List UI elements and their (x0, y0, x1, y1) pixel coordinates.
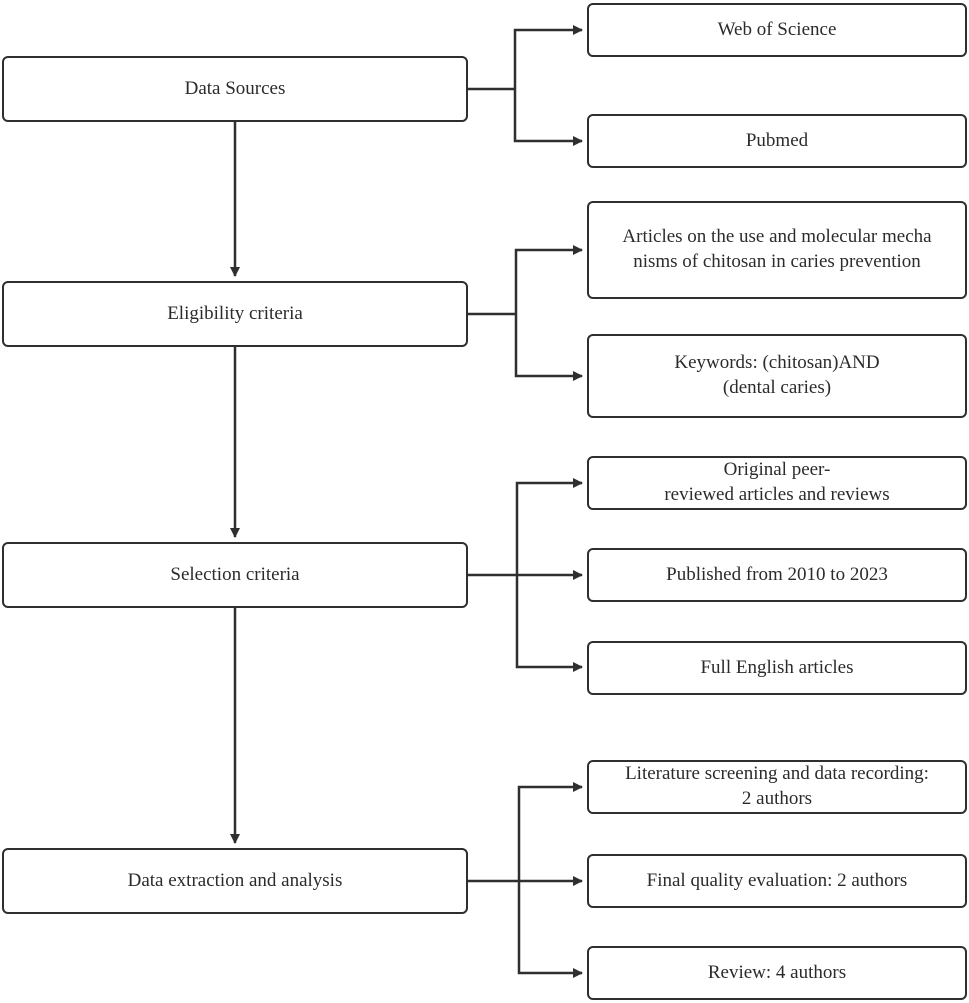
review-node: Review: 4 authors (587, 946, 967, 1000)
quality-evaluation-label: Final quality evaluation: 2 authors (646, 869, 908, 891)
original-articles-line-1: Original peer- (723, 459, 831, 481)
arrow-to-keywords (514, 314, 583, 381)
articles-topic-node: Articles on the use and molecular mecha … (587, 201, 967, 299)
pubmed-label: Pubmed (745, 129, 809, 151)
data-extraction-label: Data extraction and analysis (127, 869, 343, 891)
web-of-science-node: Web of Science (587, 3, 967, 57)
original-articles-text: Original peer- reviewed articles and rev… (664, 458, 889, 507)
quality-evaluation-node: Final quality evaluation: 2 authors (587, 854, 967, 908)
web-of-science-label: Web of Science (717, 18, 837, 40)
data-sources-node: Data Sources (2, 56, 468, 122)
articles-topic-text: Articles on the use and molecular mecha … (622, 225, 931, 274)
literature-screening-line-2: 2 authors (741, 788, 813, 809)
eligibility-criteria-label: Eligibility criteria (167, 302, 303, 324)
original-articles-line-2: reviewed articles and reviews (664, 484, 890, 505)
arrow-to-screening (517, 782, 583, 881)
arrow-to-english (515, 575, 583, 672)
original-articles-node: Original peer- reviewed articles and rev… (587, 456, 967, 510)
articles-topic-line-1: Articles on the use and molecular mecha (622, 226, 932, 248)
selection-criteria-node: Selection criteria (2, 542, 468, 608)
published-range-node: Published from 2010 to 2023 (587, 548, 967, 602)
keywords-line-2: (dental caries) (722, 377, 832, 398)
review-label: Review: 4 authors (707, 961, 847, 983)
literature-screening-line-1: Literature screening and data recording: (625, 763, 929, 785)
published-range-label: Published from 2010 to 2023 (666, 563, 888, 585)
arrow-to-pubmed (513, 89, 583, 146)
articles-topic-line-2: nisms of chitosan in caries prevention (633, 251, 921, 272)
data-extraction-node: Data extraction and analysis (2, 848, 468, 914)
selection-criteria-label: Selection criteria (170, 563, 300, 585)
arrow-to-original (515, 478, 583, 575)
keywords-node: Keywords: (chitosan)AND (dental caries) (587, 334, 967, 418)
full-english-node: Full English articles (587, 641, 967, 695)
arrow-to-articles (514, 245, 583, 314)
arrow-to-review (517, 881, 583, 978)
keywords-line-1: Keywords: (chitosan)AND (674, 352, 880, 374)
arrow-to-web-of-science (513, 25, 583, 89)
keywords-text: Keywords: (chitosan)AND (dental caries) (674, 351, 879, 400)
literature-screening-node: Literature screening and data recording:… (587, 760, 967, 814)
full-english-label: Full English articles (700, 656, 854, 678)
literature-screening-text: Literature screening and data recording:… (625, 762, 929, 811)
data-sources-label: Data Sources (184, 77, 286, 99)
pubmed-node: Pubmed (587, 114, 967, 168)
eligibility-criteria-node: Eligibility criteria (2, 281, 468, 347)
